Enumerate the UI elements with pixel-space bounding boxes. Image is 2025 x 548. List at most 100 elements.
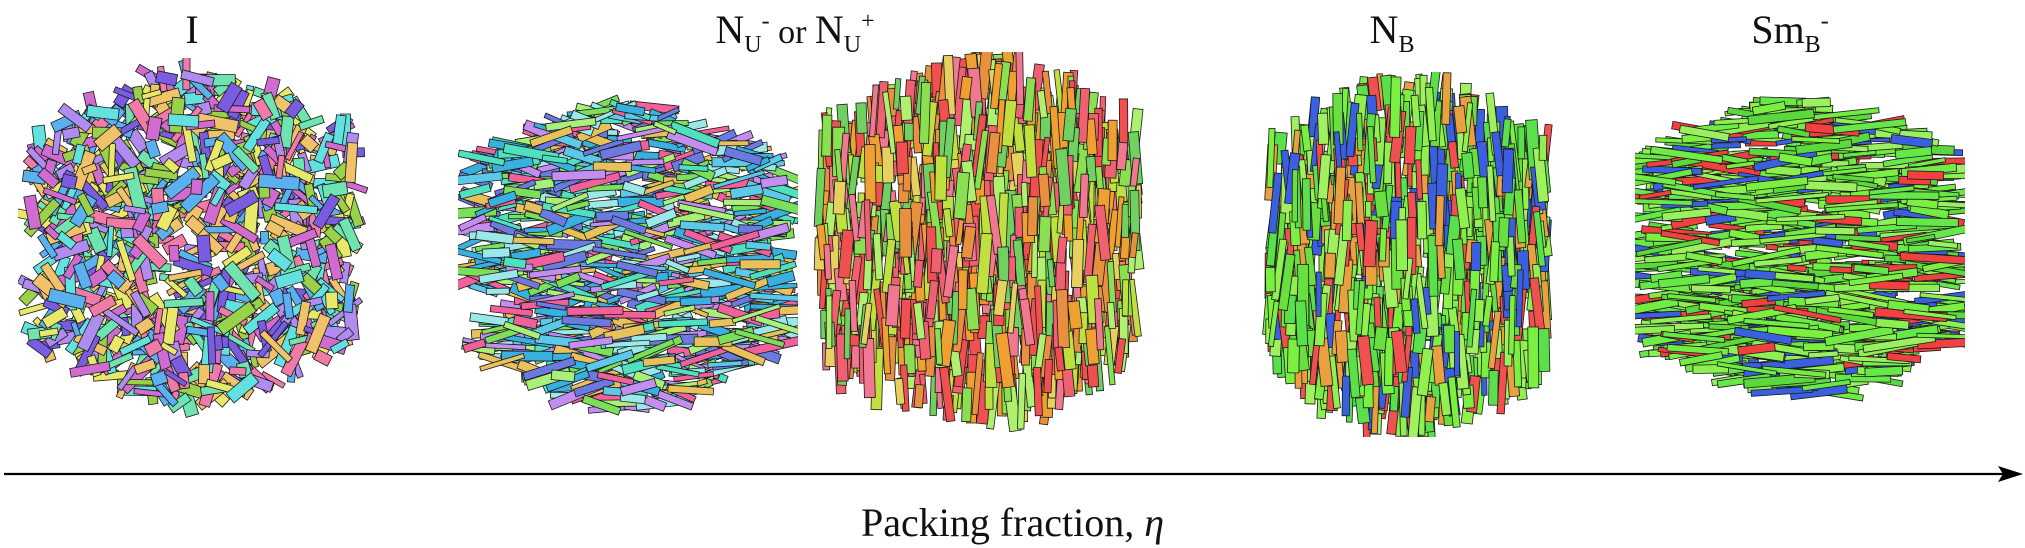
particle-cloud <box>813 52 1145 432</box>
particle <box>150 200 170 215</box>
particle <box>697 256 728 267</box>
particle <box>1853 263 1890 276</box>
particle <box>1508 295 1516 355</box>
phase-label-isotropic-text: I <box>185 7 199 52</box>
particle <box>1334 330 1350 363</box>
particle <box>1121 203 1130 238</box>
phase-label-nematic-biaxial: NB <box>1370 6 1415 57</box>
particle <box>1355 222 1366 252</box>
particle <box>1512 339 1523 388</box>
particle <box>487 190 518 208</box>
particle <box>1808 350 1839 359</box>
particle <box>1410 94 1421 128</box>
particle <box>295 300 311 336</box>
particle <box>1766 325 1834 340</box>
particle <box>1506 236 1516 277</box>
particle <box>1532 210 1546 267</box>
particle-cloud <box>1635 96 1965 402</box>
particle <box>510 247 542 262</box>
particle <box>939 366 956 423</box>
particle <box>702 267 757 290</box>
particle <box>312 193 341 230</box>
particle <box>709 229 761 252</box>
particle <box>123 204 147 215</box>
particle <box>163 297 204 309</box>
particle <box>282 292 295 320</box>
particle <box>321 180 349 199</box>
particle <box>1424 86 1437 142</box>
particle <box>69 361 111 378</box>
particle <box>162 157 181 175</box>
particle <box>1071 238 1085 289</box>
particle <box>1690 284 1732 294</box>
particle <box>1515 269 1524 328</box>
particle <box>1635 296 1680 317</box>
particle <box>1692 175 1759 190</box>
nu-plus-sub: U <box>843 32 862 58</box>
particle <box>566 306 624 316</box>
particle <box>1410 298 1421 335</box>
particle <box>1443 324 1456 354</box>
particle <box>168 244 180 262</box>
snapshot-smectic-biaxial <box>1635 88 1965 408</box>
particle <box>274 268 305 290</box>
particle <box>458 170 503 186</box>
particle <box>1635 172 1677 186</box>
particle <box>1008 256 1017 282</box>
particle <box>71 143 86 166</box>
particle <box>1847 239 1890 252</box>
particle <box>223 189 260 218</box>
particle <box>1346 348 1361 399</box>
particle <box>1755 191 1829 204</box>
particle <box>832 180 847 215</box>
particle <box>70 320 82 337</box>
particle <box>1501 118 1512 148</box>
particle <box>1661 207 1712 222</box>
particle <box>1791 136 1841 144</box>
particle <box>1403 125 1417 165</box>
particle <box>868 84 880 138</box>
particle <box>955 219 965 246</box>
particle <box>1356 112 1364 152</box>
particle <box>934 155 948 201</box>
particle <box>1461 152 1475 180</box>
particle <box>993 279 1009 317</box>
particle <box>528 265 582 279</box>
particle <box>913 383 925 409</box>
particle <box>1666 343 1729 356</box>
particle <box>155 203 179 232</box>
particle <box>759 194 798 217</box>
particle <box>1362 219 1378 268</box>
particle <box>1678 124 1730 142</box>
particle <box>313 131 335 165</box>
particle <box>1638 189 1672 201</box>
particle <box>1043 358 1053 394</box>
axis-label: Packing fraction, η <box>861 500 1164 546</box>
particle <box>159 341 179 356</box>
particle <box>1324 252 1336 279</box>
snapshot-nematic-uniaxial-minus <box>458 92 798 422</box>
particle <box>1395 219 1409 271</box>
nu-minus-n: N <box>715 7 745 52</box>
particle <box>1447 376 1461 428</box>
particle <box>1635 237 1703 258</box>
particle <box>863 144 877 204</box>
particle <box>60 173 78 190</box>
particle <box>825 295 833 349</box>
particle <box>478 268 519 285</box>
particle <box>242 116 271 153</box>
particle <box>298 114 325 131</box>
particle <box>855 102 868 134</box>
particle <box>1776 125 1811 139</box>
particle <box>1513 189 1527 244</box>
particle <box>1848 272 1904 287</box>
particle <box>587 198 619 210</box>
particle <box>491 156 535 174</box>
particle <box>1487 310 1502 370</box>
particle <box>610 215 648 235</box>
particle <box>1747 108 1815 126</box>
particle <box>918 81 932 144</box>
particle <box>144 138 161 160</box>
particle <box>1055 289 1070 349</box>
particle <box>266 247 293 273</box>
